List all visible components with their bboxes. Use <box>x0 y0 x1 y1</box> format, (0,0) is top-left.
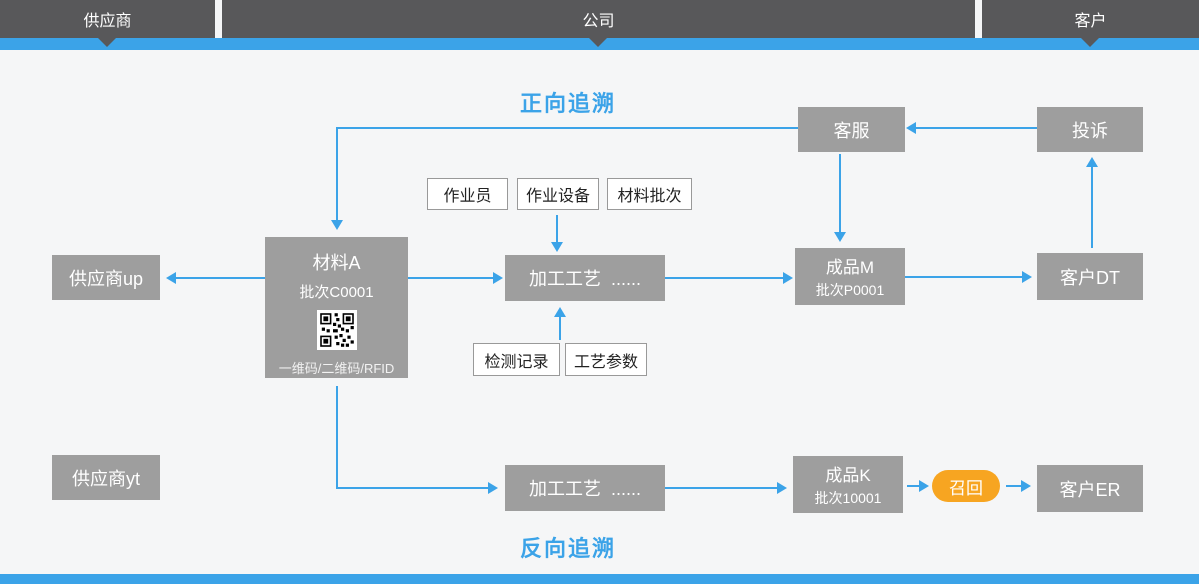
node-complaint: 投诉 <box>1037 107 1143 152</box>
node-customer-dt: 客户DT <box>1037 253 1143 300</box>
material-a-batch: 批次C0001 <box>299 284 374 301</box>
line-material-to-process-bottom-h <box>336 487 488 489</box>
product-m-title: 成品M <box>825 258 875 277</box>
node-supplier-up: 供应商up <box>52 255 160 300</box>
tag-inspection-record: 检测记录 <box>473 343 560 376</box>
backward-trace-title: 反向追溯 <box>520 536 617 561</box>
lane-company-pointer-icon <box>589 38 607 47</box>
product-k-batch: 批次10001 <box>814 490 882 506</box>
node-complaint-label: 投诉 <box>1072 120 1108 141</box>
node-process-bottom-label: 加工工艺 ...... <box>528 479 641 499</box>
tag-equipment: 作业设备 <box>517 178 599 210</box>
line-service-to-product-m <box>839 154 841 232</box>
tag-process-params: 工艺参数 <box>565 343 647 376</box>
arrowhead-equipment-to-process <box>551 242 563 252</box>
arrowhead-recall-to-customer-er <box>1021 480 1031 492</box>
arrowhead-process-bottom-to-product-k <box>777 482 787 494</box>
product-k-title: 成品K <box>825 466 871 485</box>
tag-material-batch-label: 材料批次 <box>617 188 682 205</box>
lane-company: 公司 <box>222 0 975 38</box>
line-service-to-material-h <box>336 127 798 129</box>
line-complaint-to-service <box>916 127 1037 129</box>
line-process-to-product-m <box>665 277 783 279</box>
lane-supplier-pointer-icon <box>98 38 116 47</box>
arrowhead-service-to-product-m <box>834 232 846 242</box>
material-a-title: 材料A <box>312 253 361 273</box>
arrowhead-records-to-process <box>554 307 566 317</box>
tag-process-params-label: 工艺参数 <box>573 353 638 371</box>
arrowhead-process-to-product-m <box>783 272 793 284</box>
node-process-bottom: 加工工艺 ...... <box>505 465 665 511</box>
arrowhead-product-k-to-recall <box>919 480 929 492</box>
qr-code-icon <box>316 310 357 350</box>
lane-supplier: 供应商 <box>0 0 215 38</box>
line-product-m-to-customer-dt <box>905 276 1022 278</box>
node-customer-er-label: 客户ER <box>1059 479 1121 500</box>
line-recall-to-customer-er <box>1006 485 1021 487</box>
lane-customer-pointer-icon <box>1081 38 1099 47</box>
arrowhead-complaint-to-service <box>906 122 916 134</box>
line-material-to-supplier-up <box>176 277 265 279</box>
node-supplier-yt: 供应商yt <box>52 455 160 500</box>
bottom-blue-bar <box>0 574 1199 584</box>
line-process-bottom-to-product-k <box>665 487 777 489</box>
bottom-white-strip <box>0 584 1199 586</box>
line-material-to-process-bottom-v <box>336 386 338 489</box>
node-product-m: 成品M 批次P0001 <box>795 248 905 305</box>
node-customer-er: 客户ER <box>1037 465 1143 512</box>
node-customer-dt-label: 客户DT <box>1060 267 1120 288</box>
tag-equipment-label: 作业设备 <box>525 188 590 205</box>
node-material-a: 材料A 批次C0001 一维码/二维码/RFID <box>265 237 408 378</box>
line-customer-dt-to-complaint <box>1091 167 1093 248</box>
line-product-k-to-recall <box>907 485 919 487</box>
lane-supplier-label: 供应商 <box>83 13 132 30</box>
node-process-top: 加工工艺 ...... <box>505 255 665 301</box>
forward-trace-title: 正向追溯 <box>520 91 617 116</box>
arrowhead-service-to-material <box>331 220 343 230</box>
lane-company-label: 公司 <box>582 13 615 30</box>
node-customer-service-label: 客服 <box>833 120 870 141</box>
node-process-top-label: 加工工艺 ...... <box>528 269 641 289</box>
line-material-to-process <box>408 277 493 279</box>
lane-customer-label: 客户 <box>1074 13 1107 30</box>
arrowhead-product-m-to-customer-dt <box>1022 271 1032 283</box>
tag-operator-label: 作业员 <box>443 188 492 205</box>
tag-inspection-record-label: 检测记录 <box>484 353 549 371</box>
line-records-to-process <box>559 317 561 340</box>
node-supplier-up-label: 供应商up <box>68 268 144 289</box>
line-service-to-material-v <box>336 127 338 220</box>
recall-badge-label: 召回 <box>949 478 983 498</box>
lane-customer: 客户 <box>982 0 1199 38</box>
arrowhead-material-to-process-bottom <box>488 482 498 494</box>
line-equipment-to-process <box>556 215 558 242</box>
node-supplier-yt-label: 供应商yt <box>71 468 140 489</box>
arrowhead-material-to-supplier-up <box>166 272 176 284</box>
tag-material-batch: 材料批次 <box>607 178 692 210</box>
arrowhead-material-to-process <box>493 272 503 284</box>
node-customer-service: 客服 <box>798 107 905 152</box>
tag-operator: 作业员 <box>427 178 508 210</box>
material-a-caption: 一维码/二维码/RFID <box>278 361 395 376</box>
product-m-batch: 批次P0001 <box>815 282 885 298</box>
arrowhead-customer-dt-to-complaint <box>1086 157 1098 167</box>
recall-badge: 召回 <box>932 470 1000 502</box>
node-product-k: 成品K 批次10001 <box>793 456 903 513</box>
